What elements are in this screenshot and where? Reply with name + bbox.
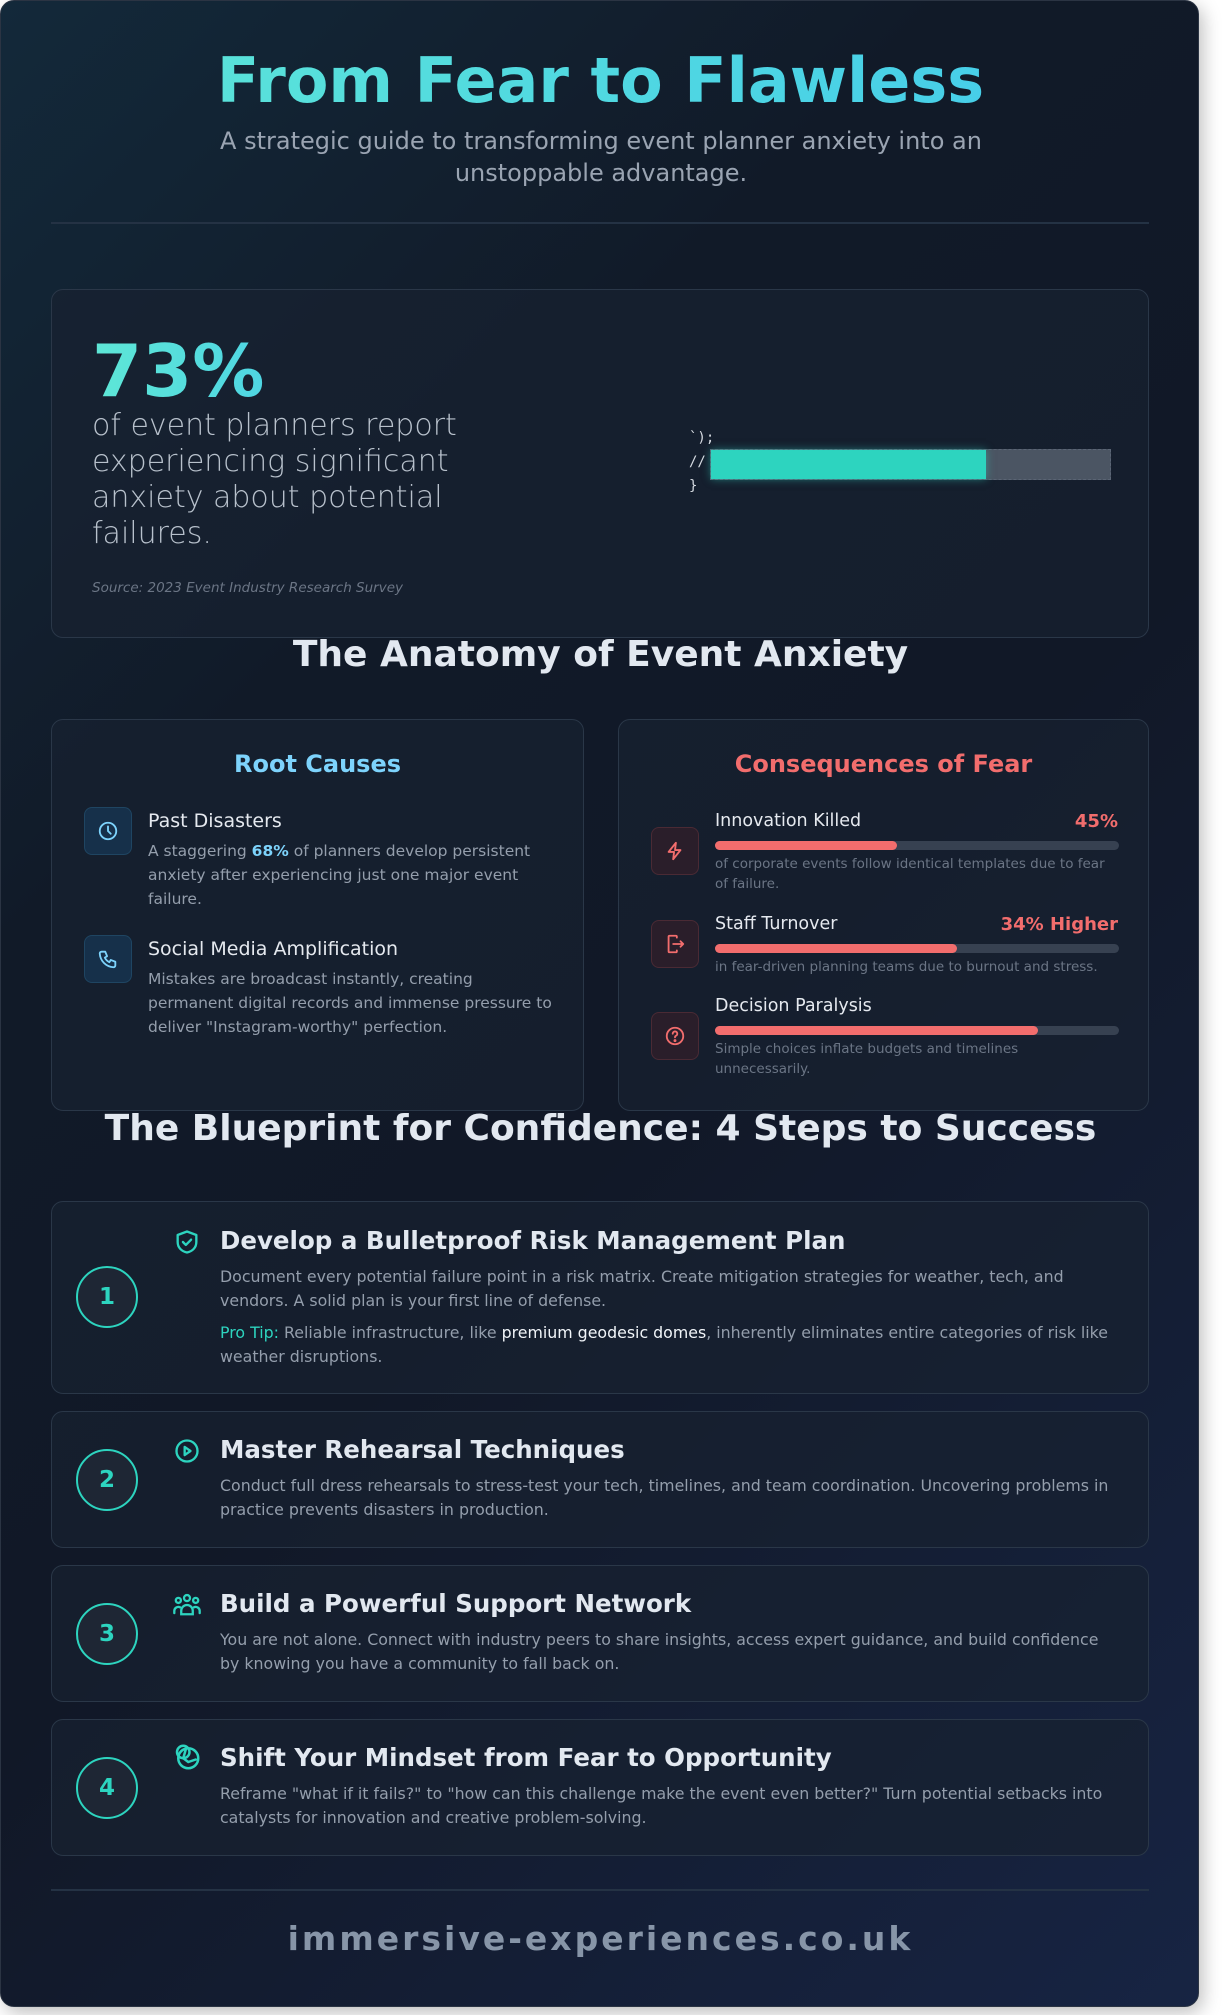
blueprint-heading: The Blueprint for Confidence: 4 Steps to… <box>104 1108 1097 1149</box>
question-icon <box>651 1012 699 1060</box>
consequence-label: Decision Paralysis <box>715 996 872 1016</box>
stat-value: 73% <box>92 326 264 416</box>
consequence-value: 34% Higher <box>1000 914 1118 935</box>
stat-source: Source: 2023 Event Industry Research Sur… <box>92 580 404 596</box>
pro-tip: Pro Tip: Reliable infrastructure, like p… <box>220 1323 1108 1366</box>
brain-icon <box>172 1742 202 1772</box>
root-causes-card: Root Causes Past Disasters A staggering … <box>51 719 584 1111</box>
exit-icon <box>651 920 699 968</box>
shield-check-icon <box>172 1227 202 1257</box>
consequence-label: Staff Turnover <box>715 914 838 934</box>
pro-tip-highlight: premium geodesic domes <box>501 1323 707 1342</box>
code-fragment: } <box>689 478 698 494</box>
root-cause-text: Mistakes are broadcast instantly, creati… <box>148 970 552 1036</box>
root-cause-text: A staggering 68% of planners develop per… <box>148 842 531 908</box>
lightning-icon <box>651 827 699 875</box>
step-text: Document every potential failure point i… <box>220 1267 1064 1310</box>
stat-progress-fill <box>711 450 987 479</box>
consequence-bar <box>715 1026 1119 1035</box>
step-text: Reframe "what if it fails?" to "how can … <box>220 1784 1103 1827</box>
consequence-bar-fill <box>715 944 958 953</box>
consequence-bar-fill <box>715 841 897 850</box>
step-number: 1 <box>76 1266 138 1328</box>
pro-tip-label: Pro Tip: <box>220 1323 279 1342</box>
phone-icon <box>84 935 132 983</box>
clock-icon <box>84 807 132 855</box>
step-number: 2 <box>76 1449 138 1511</box>
highlight-stat: 68% <box>251 842 289 860</box>
consequence-bar-fill <box>715 1026 1039 1035</box>
consequences-card: Consequences of Fear Innovation Killed 4… <box>618 719 1149 1111</box>
code-fragment: // <box>689 454 706 470</box>
stat-card: 73% of event planners report experiencin… <box>51 289 1149 638</box>
step-number: 3 <box>76 1603 138 1665</box>
root-cause-title: Social Media Amplification <box>148 938 399 960</box>
anatomy-heading: The Anatomy of Event Anxiety <box>292 634 909 675</box>
step-title: Master Rehearsal Techniques <box>220 1435 625 1464</box>
consequence-label: Innovation Killed <box>715 811 862 831</box>
step-number: 4 <box>76 1757 138 1819</box>
consequence-text: of corporate events follow identical tem… <box>715 856 1105 892</box>
step-card-1: 1 Develop a Bulletproof Risk Management … <box>51 1201 1149 1394</box>
consequences-title: Consequences of Fear <box>734 750 1033 778</box>
consequence-text: in fear-driven planning teams due to bur… <box>715 959 1098 975</box>
stat-description: of event planners report experiencing si… <box>92 408 457 551</box>
root-causes-title: Root Causes <box>233 750 402 778</box>
footer-website: immersive-experiences.co.uk <box>287 1919 914 1958</box>
step-card-2: 2 Master Rehearsal Techniques Conduct fu… <box>51 1411 1149 1548</box>
step-title: Build a Powerful Support Network <box>220 1589 692 1618</box>
root-cause-title: Past Disasters <box>148 810 282 832</box>
step-card-4: 4 Shift Your Mindset from Fear to Opport… <box>51 1719 1149 1856</box>
play-circle-icon <box>172 1436 202 1466</box>
step-title: Shift Your Mindset from Fear to Opportun… <box>220 1743 832 1772</box>
code-fragment: `); <box>689 430 715 446</box>
step-text: You are not alone. Connect with industry… <box>220 1630 1099 1673</box>
consequence-bar <box>715 944 1119 953</box>
footer-divider <box>51 1889 1149 1891</box>
step-card-3: 3 Build a Powerful Support Network You a… <box>51 1565 1149 1702</box>
consequence-value: 45% <box>1074 811 1118 832</box>
step-title: Develop a Bulletproof Risk Management Pl… <box>220 1226 846 1255</box>
page-title: From Fear to Flawless <box>1 41 1198 121</box>
stat-progress-bar <box>710 449 1111 480</box>
page-subtitle: A strategic guide to transforming event … <box>220 127 982 187</box>
infographic-page: From Fear to Flawless A strategic guide … <box>0 0 1199 2007</box>
header-divider <box>51 222 1149 224</box>
step-text: Conduct full dress rehearsals to stress-… <box>220 1476 1109 1519</box>
consequence-bar <box>715 841 1119 850</box>
users-icon <box>172 1590 202 1620</box>
consequence-text: Simple choices inflate budgets and timel… <box>715 1041 1019 1077</box>
